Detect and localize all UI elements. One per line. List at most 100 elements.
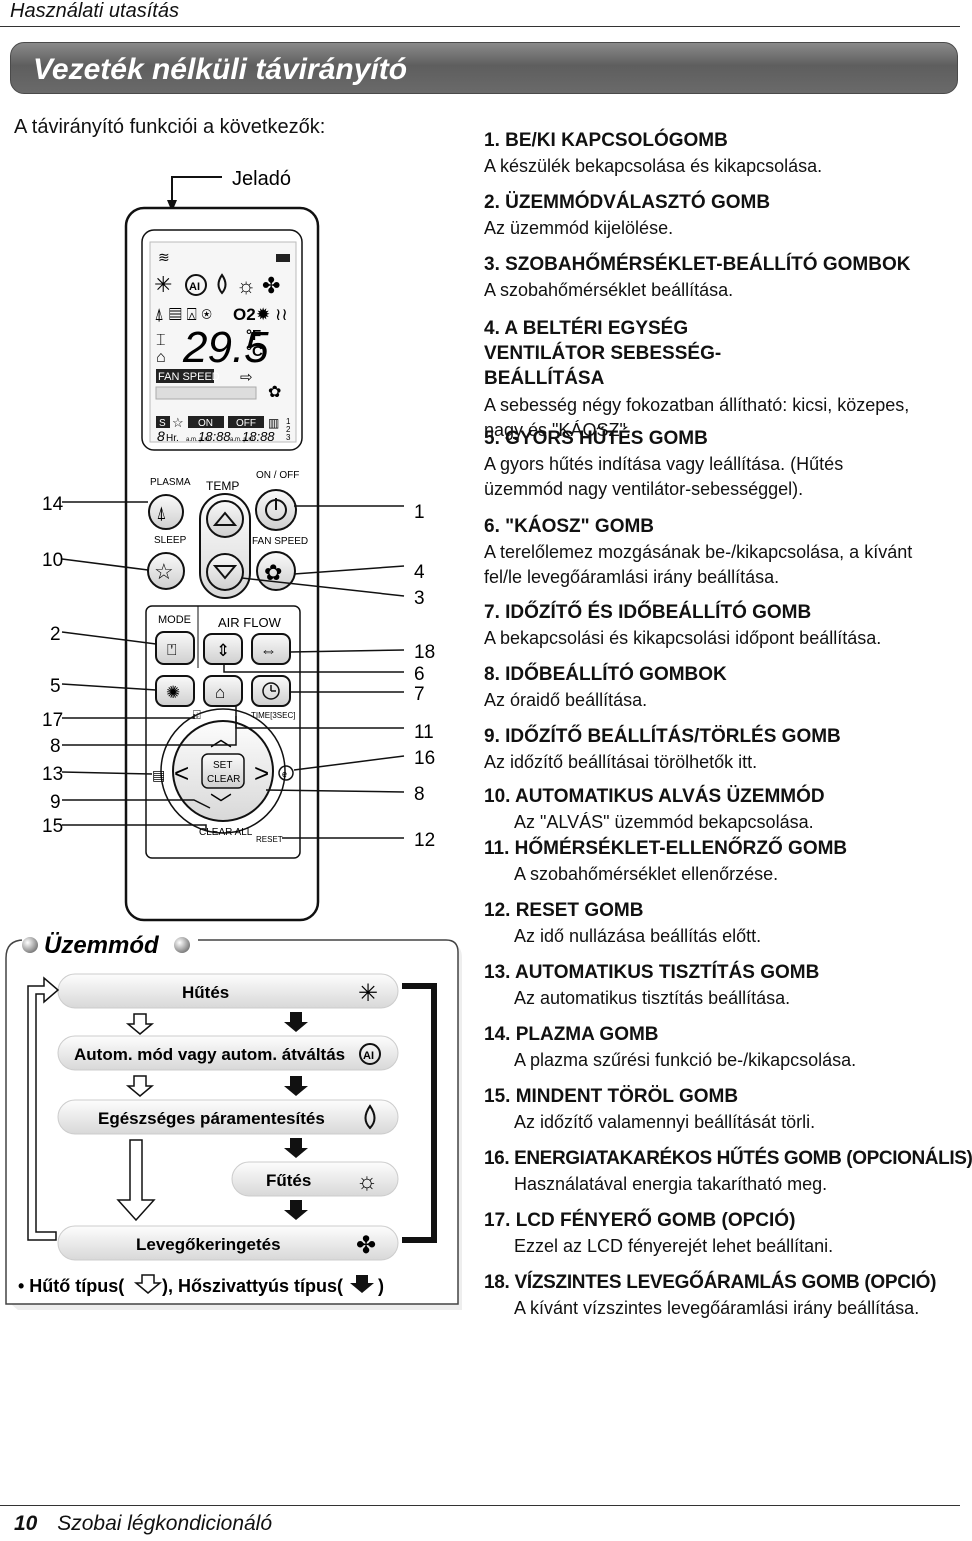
temp-check-button[interactable] [203, 675, 243, 707]
temp-check-icon: ⌂ [215, 683, 225, 702]
mode-label: MODE [158, 614, 191, 626]
reset-label: RESET [256, 835, 283, 844]
callout-8-left: 8 [50, 736, 61, 757]
function-title: 17. LCD FÉNYERŐ GOMB (OPCIÓ) [484, 1210, 796, 1231]
set-clear-button[interactable] [201, 753, 245, 789]
mode-title-bg [22, 926, 198, 962]
on-off-label: ON / OFF [256, 470, 299, 481]
function-desc: Ezzel az LCD fényerejét lehet beállítani… [514, 1236, 834, 1256]
intro-text: A távirányító funkciói a következők: [14, 116, 326, 138]
clear-all-label: CLEAR ALL [199, 827, 253, 838]
function-item: 8. IDŐBEÁLLÍTÓ GOMBOK Az óraidő beállítá… [484, 664, 727, 713]
function-title: 7. IDŐZÍTŐ ÉS IDŐBEÁLLÍTÓ GOMB [484, 602, 812, 623]
chaos-button[interactable] [155, 675, 195, 707]
horizontal-airflow-button[interactable] [251, 633, 291, 665]
callout-12: 12 [414, 830, 435, 851]
vertical-airflow-button[interactable] [203, 633, 243, 665]
transmitter-label: Jeladó [232, 168, 291, 190]
temp-down-icon [212, 565, 238, 580]
footnote-cooling-arrow [133, 1274, 163, 1294]
mode-row-heating [231, 1161, 399, 1197]
function-desc: A terelőlemez mozgásának be-/kikapcsolás… [484, 542, 913, 587]
temp-down-button[interactable] [206, 553, 244, 591]
function-desc: A szobahőmérséklet ellenőrzése. [514, 864, 779, 884]
callout-13: 13 [42, 764, 63, 785]
sleep-button[interactable] [147, 552, 185, 590]
mode-row-heating-label: Fűtés [266, 1171, 311, 1190]
function-title: 4. A BELTÉRI EGYSÉG VENTILÁTOR SEBESSÉG-… [484, 318, 722, 389]
lcd-star-icon: ☆ [172, 415, 184, 430]
left-callouts: 14 10 2 5 17 8 13 9 15 [42, 494, 64, 837]
header-divider [0, 26, 960, 27]
vertical-airflow-icon: ⇕ [216, 641, 230, 660]
lcd-dry-icon [217, 273, 227, 295]
function-item: 1. BE/KI KAPCSOLÓGOMB A készülék bekapcs… [484, 130, 822, 179]
lcd-time-1: 18:88 [198, 429, 231, 444]
page-number: 10 [14, 1512, 38, 1535]
energy-saving-icon[interactable] [278, 765, 294, 781]
nav-pad-outer [160, 708, 286, 834]
lcd-off-bg [228, 416, 264, 428]
air-flow-label: AIR FLOW [218, 615, 282, 630]
dry-icon [364, 1104, 376, 1130]
callout-17: 17 [42, 710, 63, 731]
lcd-timer-icon: ▥ [268, 416, 279, 430]
lcd-hr: Hr. [166, 433, 179, 444]
lcd-digit-3: 3 [286, 433, 291, 442]
lcd-row2-icons-b: ✹ ≀≀ [256, 305, 288, 324]
mode-title: Üzemmód [44, 932, 160, 959]
footnote-heat-pump-arrow [350, 1275, 374, 1293]
function-title: 15. MINDENT TÖRÖL GOMB [484, 1086, 739, 1107]
callout-14: 14 [42, 494, 64, 515]
mode-row-fan-label: Levegőkeringetés [136, 1235, 281, 1254]
lcd-swing-icon: ⇨ [240, 369, 253, 386]
nav-right-icon[interactable]: > [254, 758, 269, 788]
heat-icon: ☼ [356, 1168, 378, 1195]
function-title: 5. GYORS HŰTÉS GOMB [484, 428, 708, 449]
transmitter-leader [171, 176, 222, 210]
nav-left-icon[interactable]: < [174, 758, 189, 788]
function-title: 18. VÍZSZINTES LEVEGŐÁRAMLÁS GOMB (OPCIÓ… [484, 1272, 937, 1293]
fan-speed-label: FAN SPEED [252, 536, 308, 547]
mode-row-fan [57, 1225, 399, 1261]
time-label: TIME[3SEC] [251, 711, 295, 720]
fan-icon: ✤ [356, 1232, 376, 1259]
function-item: 3. SZOBAHŐMÉRSÉKLET-BEÁLLÍTÓ GOMBOK A sz… [484, 254, 910, 303]
function-desc: Az üzemmód kijelölése. [484, 218, 674, 238]
lcd-digit-1: 1 [286, 417, 291, 426]
plasma-button[interactable] [148, 494, 184, 530]
function-desc: Az automatikus tisztítás beállítása. [514, 988, 791, 1008]
callout-11: 11 [414, 722, 434, 743]
ai-icon [359, 1043, 381, 1065]
footer-title: Szobai légkondicionáló [57, 1512, 273, 1535]
function-title: 10. AUTOMATIKUS ALVÁS ÜZEMMÓD [484, 786, 825, 807]
nav-up-icon[interactable]: ︿ [210, 726, 232, 751]
callout-16: 16 [414, 748, 435, 769]
transmitter-arrow [167, 200, 177, 212]
function-title: 8. IDŐBEÁLLÍTÓ GOMBOK [484, 664, 727, 685]
signal-icon: ≋ [158, 249, 170, 265]
clear-label: CLEAR [207, 774, 240, 785]
heat-pump-arrows [284, 1012, 308, 1220]
lcd-o2-text: O2 [233, 305, 256, 324]
mode-button[interactable] [155, 631, 195, 665]
callout-7: 7 [414, 684, 425, 705]
auto-clean-icon[interactable]: ▤ [152, 767, 165, 783]
function-item: 15. MINDENT TÖRÖL GOMB Az időzítő valame… [484, 1086, 815, 1135]
callout-10: 10 [42, 550, 63, 571]
mode-bullet-left [22, 937, 38, 953]
temp-up-icon [212, 511, 238, 526]
function-item: 10. AUTOMATIKUS ALVÁS ÜZEMMÓD Az "ALVÁS"… [484, 786, 825, 835]
footer: 10 Szobai légkondicionáló [14, 1512, 272, 1536]
lcd-unit-f: °F [246, 327, 261, 344]
callout-6: 6 [414, 664, 425, 685]
lcd-temperature: 29.5 [182, 323, 269, 372]
nav-down-icon[interactable]: ﹀ [210, 792, 232, 817]
lcd-ampm-1: a.m. p.m. [186, 437, 211, 443]
lcd-ampm-2: a.m. p.m. [230, 437, 255, 443]
callout-5: 5 [50, 676, 61, 697]
lcd-thermo-icon: ⌶ [156, 332, 166, 349]
lcd-ai-icon [185, 274, 207, 296]
lcd-s: S [159, 418, 166, 429]
temp-up-button[interactable] [206, 500, 244, 538]
